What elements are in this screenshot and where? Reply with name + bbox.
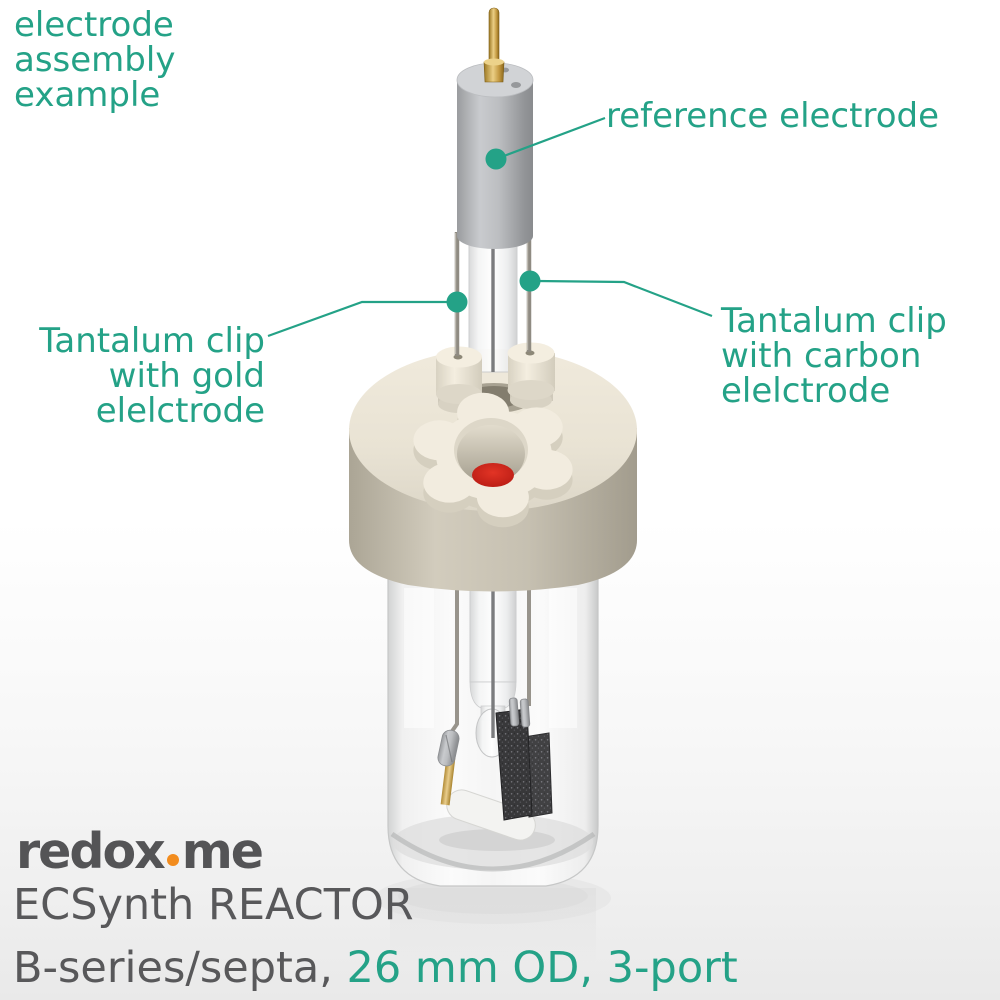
gold-clip-label-line: with gold: [108, 356, 265, 396]
leader-gold-clip: [267, 300, 450, 338]
tantalum-clip-right-b: [519, 698, 531, 728]
logo-text-redox: redox: [16, 823, 166, 880]
gold-clip-label-line: Tantalum clip: [39, 321, 265, 361]
annotation-leaders: [267, 116, 713, 338]
product-title: ECSynth REACTOR: [13, 880, 414, 930]
reference-electrode-label: reference electrode: [606, 96, 939, 136]
gold-clip-label-line: elelctrode: [95, 391, 265, 431]
corner-note-line: electrode: [14, 5, 174, 45]
logo-dot-icon: [166, 854, 179, 866]
carbon-clip-label-line: with carbon: [721, 336, 922, 376]
corner-note-line: example: [14, 75, 161, 115]
carbon-clip-label: Tantalum clip with carbon elelctrode: [721, 304, 947, 409]
logo-text-me: me: [181, 823, 264, 880]
vessel-contents: [437, 577, 555, 851]
gold-connector-pin: [483, 7, 505, 83]
leader-reference-electrode: [495, 116, 606, 161]
gold-clip-label: Tantalum clip with gold elelctrode: [15, 324, 265, 429]
tantalum-clip-right-a: [508, 697, 520, 727]
vent-hole-b: [511, 82, 521, 88]
reference-electrode-glass-shaft: [469, 577, 517, 758]
corner-note: electrode assembly example: [14, 8, 175, 113]
gold-electrode-assembly: [437, 580, 460, 806]
carbon-clip-label-line: elelctrode: [721, 371, 891, 411]
corner-note-line: assembly: [14, 40, 176, 80]
leader-carbon-clip: [536, 279, 713, 318]
leader-dot-reference: [485, 148, 507, 170]
product-subtitle-spec: 26 mm OD, 3-port: [346, 943, 738, 993]
carbon-clip-label-line: Tantalum clip: [721, 301, 947, 341]
carbon-electrode-assembly: [495, 580, 553, 821]
product-subtitle: B-series/septa, 26 mm OD, 3-port: [13, 943, 738, 993]
leader-dot-carbon-clip: [519, 270, 541, 292]
product-subtitle-series: B-series/septa,: [13, 943, 347, 993]
leader-dot-gold-clip: [446, 291, 468, 313]
port-plug-right: [507, 342, 555, 409]
knurled-knob: [413, 392, 573, 528]
red-septum: [472, 463, 514, 487]
